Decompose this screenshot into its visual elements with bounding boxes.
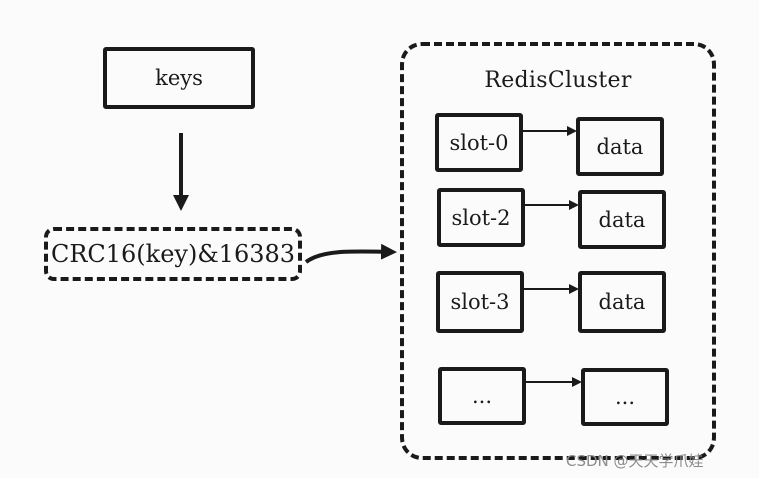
data-label: data bbox=[596, 134, 644, 159]
data-box: data bbox=[578, 271, 666, 333]
slot-box: slot-3 bbox=[436, 271, 524, 333]
slot-box: slot-2 bbox=[437, 188, 525, 247]
data-box: ... bbox=[581, 368, 669, 426]
hash-formula-label: CRC16(key)&16383 bbox=[50, 240, 296, 268]
cluster-title: RedisCluster bbox=[484, 68, 632, 93]
redis-cluster-container bbox=[400, 42, 716, 460]
data-label: data bbox=[598, 290, 646, 314]
hash-formula-box: CRC16(key)&16383 bbox=[44, 227, 302, 281]
data-box: data bbox=[578, 190, 666, 249]
keys-label: keys bbox=[155, 66, 203, 90]
data-box: data bbox=[576, 117, 664, 176]
watermark: CSDN @天天学爪娃 bbox=[566, 452, 704, 470]
data-label: ... bbox=[614, 385, 636, 409]
slot-box: slot-0 bbox=[435, 113, 523, 172]
slot-label: slot-0 bbox=[449, 130, 509, 155]
data-label: data bbox=[598, 207, 646, 232]
slot-label: ... bbox=[471, 384, 493, 408]
formula-to-cluster-arrow bbox=[304, 243, 397, 264]
keys-box: keys bbox=[103, 47, 255, 109]
slot-label: slot-3 bbox=[450, 290, 510, 314]
slot-label: slot-2 bbox=[451, 205, 511, 230]
slot-box: ... bbox=[438, 367, 526, 425]
